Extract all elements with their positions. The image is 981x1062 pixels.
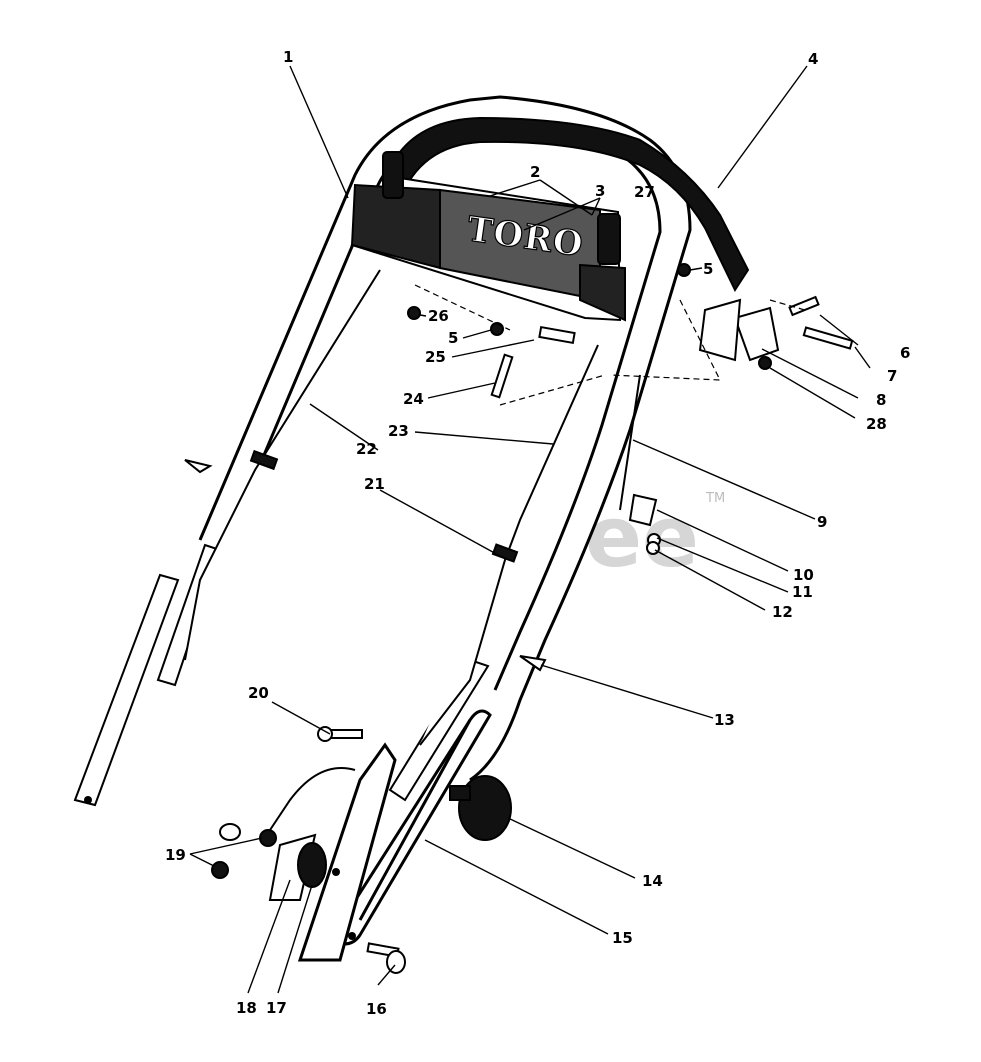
callout-15: 15	[612, 929, 633, 947]
callout-24: 24	[403, 390, 424, 408]
callout-6: 6	[900, 344, 910, 362]
callout-20: 20	[248, 684, 269, 702]
leader-lines	[189, 65, 871, 994]
callout-25: 25	[425, 348, 446, 366]
callout-2: 2	[530, 163, 540, 181]
lower-handle-part	[73, 543, 492, 946]
callout-4: 4	[808, 50, 818, 68]
callout-13: 13	[714, 711, 735, 729]
callout-17: 17	[266, 999, 287, 1017]
knob-part	[449, 775, 512, 841]
grip-part	[380, 116, 750, 293]
callout-18: 18	[236, 999, 257, 1017]
pivot-bracket	[297, 742, 397, 962]
callout-3: 3	[595, 182, 605, 200]
right-bail-knob	[597, 213, 621, 265]
control-cables	[184, 269, 641, 831]
control-panel-part: TORO	[350, 151, 626, 322]
callout-27: 27	[634, 183, 655, 201]
callout-10: 10	[793, 566, 814, 584]
callout-7: 7	[887, 367, 897, 385]
callout-8: 8	[876, 391, 886, 409]
callout-21: 21	[364, 475, 385, 493]
callout-16: 16	[366, 1000, 387, 1018]
callout-23: 23	[388, 422, 409, 440]
callout-1: 1	[283, 48, 293, 66]
callout-9: 9	[817, 513, 827, 531]
watermark-tm: TM	[705, 491, 725, 506]
callout-12: 12	[772, 603, 793, 621]
callout-11: 11	[792, 583, 813, 601]
callout-5-lower: 5	[448, 329, 458, 347]
left-bail-knob	[382, 151, 404, 199]
callout-5-upper: 5	[703, 260, 713, 278]
callouts: 1 2 3 4 5 5 6 7 8 28 9 10 11 12 13 14 15…	[165, 48, 910, 1018]
callout-14: 14	[642, 872, 663, 890]
callout-22: 22	[356, 440, 377, 458]
callout-19: 19	[165, 846, 186, 864]
small-hardware	[184, 263, 854, 974]
callout-26: 26	[428, 307, 449, 325]
callout-28: 28	[866, 415, 887, 433]
